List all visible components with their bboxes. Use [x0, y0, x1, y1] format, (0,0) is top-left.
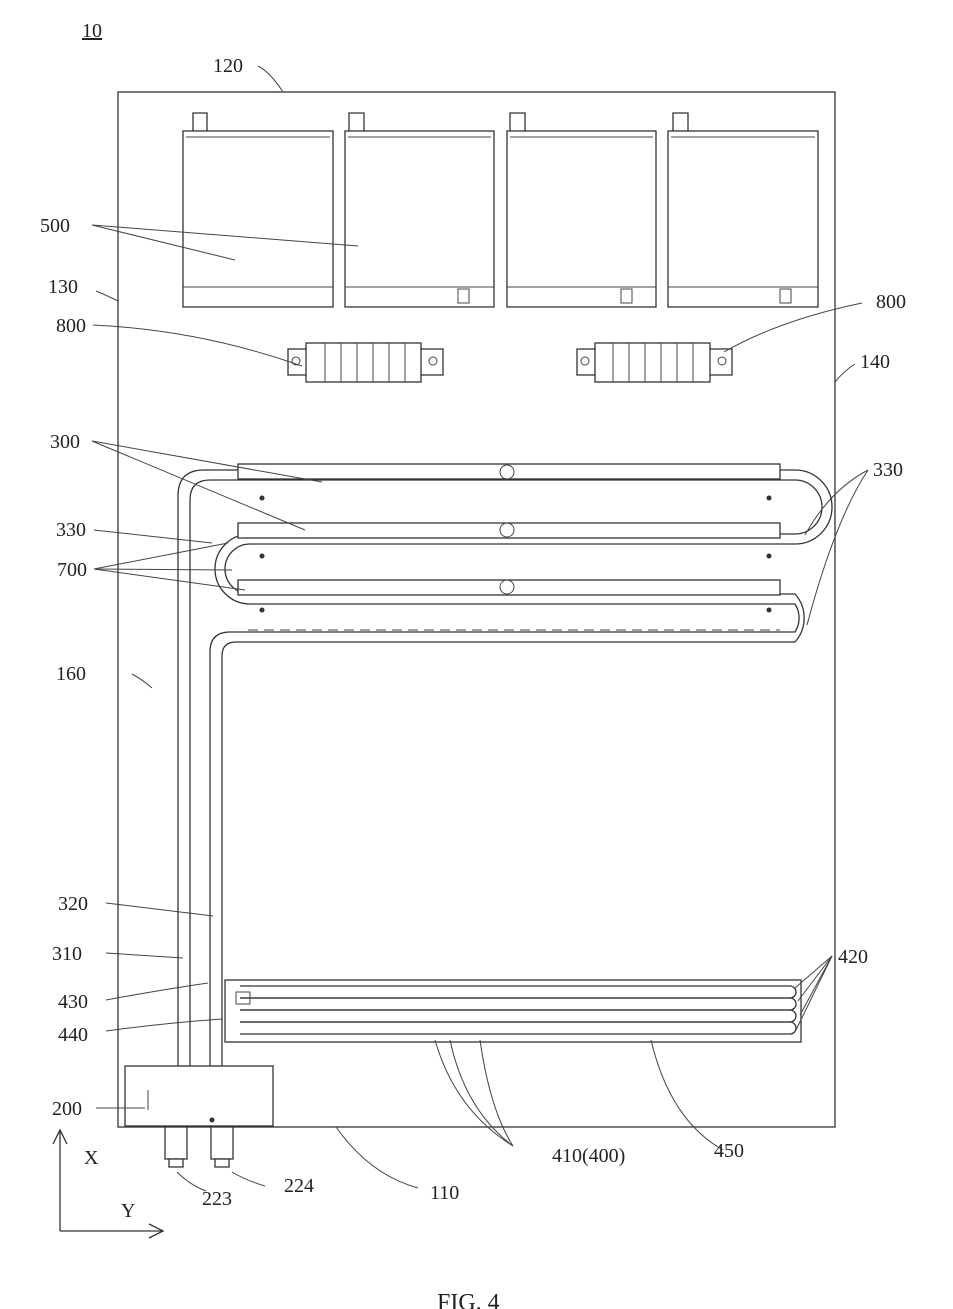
- label-800-right: 800: [876, 291, 906, 313]
- label-800-left: 800: [56, 315, 86, 337]
- label-200: 200: [52, 1098, 82, 1120]
- axis-label-x: X: [84, 1147, 99, 1169]
- battery-module: [507, 113, 656, 307]
- label-10: 10: [82, 20, 102, 42]
- label-310: 310: [52, 943, 82, 965]
- label-160: 160: [56, 663, 86, 685]
- manifold-200: [125, 1066, 273, 1167]
- label-120: 120: [213, 55, 243, 77]
- label-110: 110: [430, 1182, 459, 1204]
- axis-indicator: [53, 1130, 163, 1238]
- label-430: 430: [58, 991, 88, 1013]
- label-440: 440: [58, 1024, 88, 1046]
- battery-modules: [183, 113, 818, 307]
- axis-label-y: Y: [121, 1200, 135, 1222]
- component-800-right: [577, 343, 732, 382]
- label-300: 300: [50, 431, 80, 453]
- label-320: 320: [58, 893, 88, 915]
- label-330-right: 330: [873, 459, 903, 481]
- label-130: 130: [48, 276, 78, 298]
- battery-module: [668, 113, 818, 307]
- label-140: 140: [860, 351, 890, 373]
- battery-module: [183, 113, 333, 307]
- label-224: 224: [284, 1175, 314, 1197]
- label-330-left: 330: [56, 519, 86, 541]
- label-500: 500: [40, 215, 70, 237]
- battery-module: [345, 113, 494, 307]
- label-700: 700: [57, 559, 87, 581]
- label-420: 420: [838, 946, 868, 968]
- cell-strips: [238, 464, 780, 630]
- label-223: 223: [202, 1188, 232, 1210]
- component-800-left: [288, 343, 443, 382]
- heat-exchanger-tubes: [225, 980, 801, 1042]
- label-450: 450: [714, 1140, 744, 1162]
- cooling-pipe-serpentine: [178, 470, 832, 1066]
- figure-caption: FIG. 4: [437, 1290, 500, 1309]
- label-410-400: 410(400): [552, 1145, 625, 1167]
